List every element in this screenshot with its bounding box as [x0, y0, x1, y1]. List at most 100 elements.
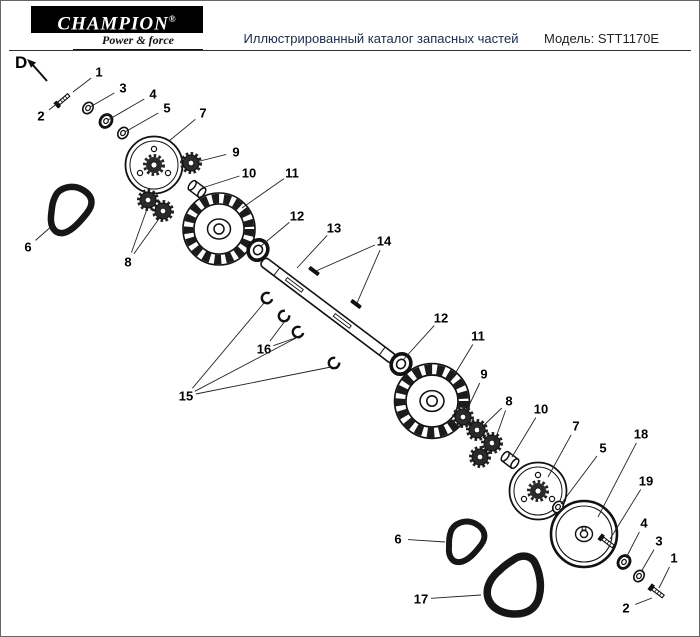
leader-line-8 — [493, 410, 507, 444]
leader-line-9 — [464, 382, 481, 415]
wheel-11-top — [183, 193, 255, 265]
champion-logo: CHAMPION® — [31, 6, 203, 35]
leader-line-2 — [635, 597, 653, 605]
callout-4: 4 — [640, 516, 648, 531]
circlip-16-a — [276, 308, 292, 324]
leader-line-6 — [407, 539, 446, 543]
leader-line-7 — [168, 119, 196, 142]
leader-line-8 — [478, 407, 503, 431]
callout-15: 15 — [179, 389, 193, 404]
callout-10: 10 — [534, 402, 548, 417]
gear-9-top — [180, 152, 202, 174]
leader-line-14 — [356, 250, 381, 304]
callout-2: 2 — [622, 601, 629, 616]
pulley-18 — [549, 499, 619, 569]
page-title: Иллюстрированный каталог запасных частей — [243, 31, 519, 46]
leader-line-3 — [89, 92, 115, 108]
belt-6-top — [47, 183, 95, 237]
leader-line-13 — [296, 234, 328, 269]
leader-line-5 — [560, 455, 598, 505]
view-label-d: D — [15, 53, 28, 72]
leader-line-9 — [195, 153, 227, 163]
key-14-a — [308, 266, 320, 276]
callout-12: 12 — [290, 209, 304, 224]
leader-line-18 — [597, 442, 637, 518]
callout-11: 11 — [285, 166, 299, 181]
leader-line-3 — [640, 549, 655, 573]
spacer-10-bottom — [498, 449, 522, 471]
header-divider — [9, 50, 691, 51]
callout-14: 14 — [377, 234, 392, 249]
callout-16: 16 — [257, 342, 271, 357]
callout-1: 1 — [670, 551, 677, 566]
pulley-7-top — [124, 135, 184, 195]
callout-7: 7 — [199, 106, 206, 121]
registered-mark: ® — [168, 14, 177, 24]
leader-line-15 — [192, 302, 265, 389]
leader-line-15 — [194, 337, 297, 392]
belt-17 — [483, 552, 545, 618]
callout-11: 11 — [471, 329, 485, 344]
leader-line-12 — [402, 325, 435, 361]
callout-12: 12 — [434, 311, 448, 326]
callout-7: 7 — [572, 419, 579, 434]
washer-3-bottom — [630, 567, 648, 585]
callout-3: 3 — [655, 534, 662, 549]
leader-line-2 — [48, 102, 59, 111]
callout-4: 4 — [149, 87, 157, 102]
leader-line-4 — [107, 98, 145, 121]
leader-line-4 — [625, 531, 640, 559]
leader-line-10 — [511, 417, 537, 458]
callout-3: 3 — [119, 81, 126, 96]
leader-line-7 — [547, 434, 572, 478]
leader-line-16 — [273, 336, 299, 347]
leader-line-15 — [195, 366, 332, 395]
callout-19: 19 — [639, 474, 653, 489]
leader-line-8 — [130, 208, 148, 253]
callout-1: 1 — [95, 65, 102, 80]
callout-18: 18 — [634, 427, 648, 442]
callout-17: 17 — [414, 592, 428, 607]
gear-8-top-b — [152, 200, 174, 222]
leader-line-11 — [449, 344, 474, 383]
circlip-15-a — [259, 290, 275, 307]
bolt-1-top — [52, 91, 72, 110]
circlip-15-b — [327, 356, 341, 371]
wheel-11-bottom — [395, 364, 470, 439]
callout-9: 9 — [480, 367, 487, 382]
leader-line-17 — [430, 594, 482, 599]
leader-line-1 — [72, 77, 92, 93]
leader-line-19 — [609, 489, 642, 540]
callout-13: 13 — [327, 221, 341, 236]
callout-2: 2 — [37, 109, 44, 124]
key-14-b — [350, 299, 362, 309]
model-label: Модель: STT1170E — [544, 31, 660, 46]
washer-5-top — [114, 124, 132, 142]
callout-6: 6 — [394, 532, 401, 547]
belt-6-bottom — [445, 518, 488, 566]
leader-line-12 — [260, 222, 290, 247]
callout-8: 8 — [124, 255, 131, 270]
leader-line-11 — [241, 178, 285, 209]
brand-name: CHAMPION — [57, 13, 169, 35]
bolt-1-bottom — [646, 582, 666, 600]
nut-4-top — [96, 110, 116, 132]
nut-4-bottom — [614, 551, 634, 573]
leader-line-5 — [124, 112, 159, 133]
shaft-13 — [260, 257, 397, 364]
leader-line-10 — [201, 175, 240, 189]
callout-10: 10 — [242, 166, 256, 181]
leader-line-6 — [35, 224, 54, 241]
leader-line-14 — [315, 244, 376, 272]
washer-3-top — [79, 99, 97, 117]
leader-line-16 — [269, 320, 286, 342]
callout-6: 6 — [24, 240, 31, 255]
callout-5: 5 — [163, 101, 170, 116]
view-arrow — [27, 59, 48, 82]
leader-line-8 — [133, 215, 162, 255]
leader-line-1 — [658, 566, 670, 589]
callout-9: 9 — [232, 145, 239, 160]
